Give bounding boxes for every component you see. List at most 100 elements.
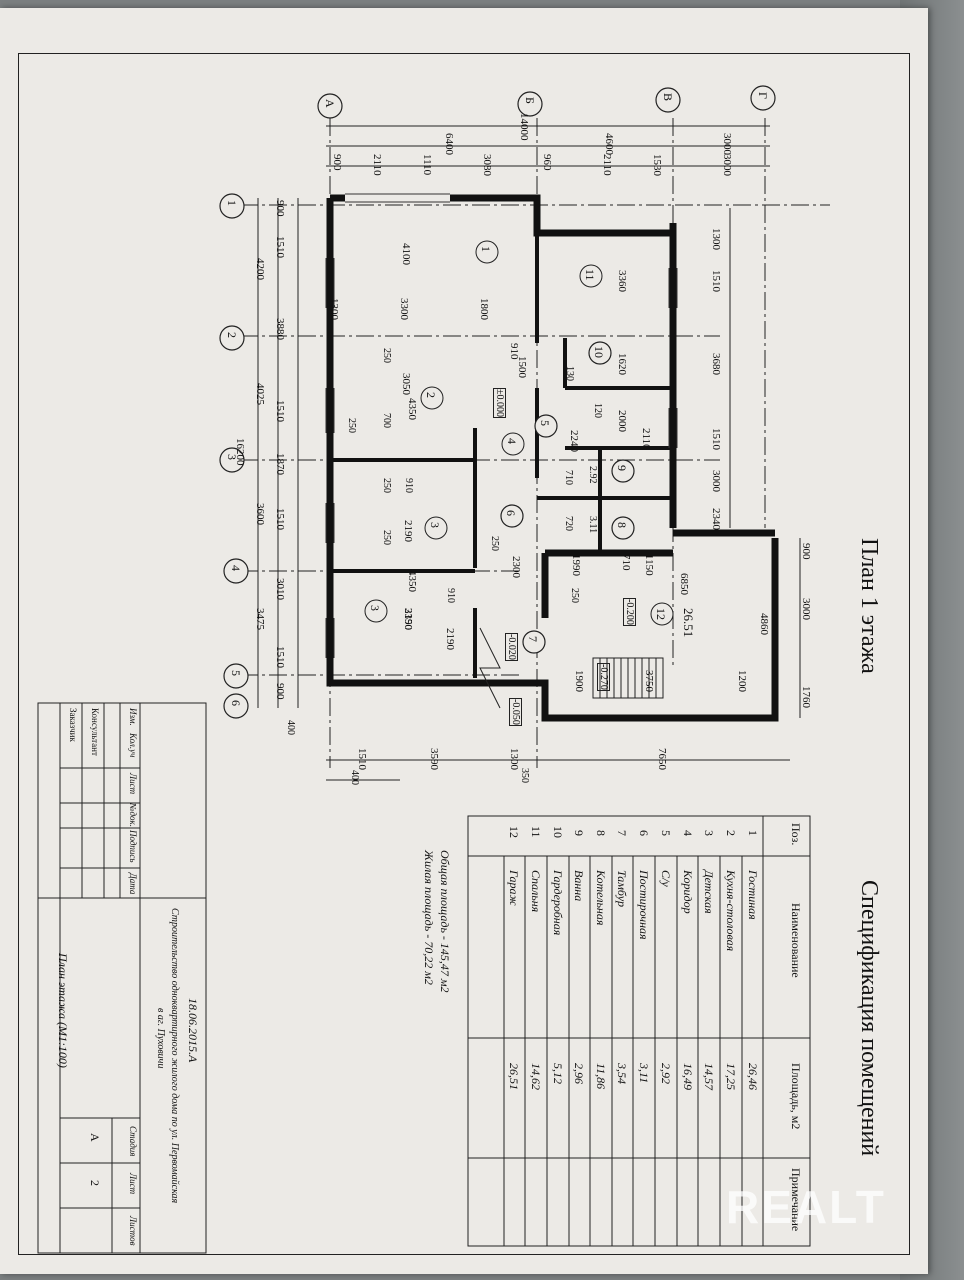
stamp-sheets-label: Листов — [128, 1216, 138, 1246]
dimension-label: 960 — [541, 154, 553, 171]
table-row-name: Котельная — [594, 870, 608, 926]
dimension-label: 250 — [489, 536, 500, 551]
dimension-label: 3000 — [800, 598, 812, 620]
dimension-label: 1620 — [616, 353, 628, 375]
dimension-label: 1200 — [736, 670, 748, 692]
dimension-label: 3000 — [710, 470, 722, 492]
table-row-pos: 9 — [572, 830, 586, 836]
room-number-label: 6 — [504, 510, 518, 516]
stamp-sheet-title: План этажа (М1:100) — [56, 953, 70, 1068]
table-row-name: С/у — [659, 870, 673, 887]
dimension-label: 250 — [381, 478, 392, 493]
room-number-label: 11 — [583, 269, 597, 281]
level-mark: -0.200 — [623, 598, 636, 626]
dimension-label: 3475 — [254, 608, 266, 630]
room-number-label: 1 — [479, 246, 493, 252]
dimension-label: 3360 — [616, 270, 628, 292]
stamp-role: Заказчик — [68, 708, 78, 742]
spec-header-name: Наименование — [789, 903, 803, 978]
dimension-label: 4860 — [758, 613, 770, 635]
dimension-label: 710 — [620, 554, 632, 571]
table-row-area: 3,54 — [615, 1063, 629, 1084]
stamp-project: Строительство одноквартирного жилого дом… — [169, 908, 180, 1204]
dimension-label: 350 — [519, 768, 530, 783]
axis-label-number: 4 — [229, 565, 243, 571]
dimension-label: 1760 — [800, 686, 812, 708]
table-row-area: 14,57 — [702, 1063, 716, 1090]
dimension-label: 2300 — [510, 556, 522, 578]
dimension-label: 3010 — [274, 578, 286, 600]
dimension-label: 400 — [349, 770, 360, 785]
dimension-label: 3000 — [721, 133, 733, 155]
table-row-area: 17,25 — [724, 1063, 738, 1090]
table-row-area: 2,96 — [572, 1063, 586, 1084]
dimension-label: 3680 — [710, 353, 722, 375]
dimension-label: 4350 — [406, 398, 418, 420]
table-row-area: 2,92 — [659, 1063, 673, 1084]
spec-header-area: Площадь, м2 — [789, 1063, 803, 1130]
room-number-label: 12 — [654, 608, 668, 620]
table-row-name: Спальня — [529, 870, 543, 913]
dimension-label: 2190 — [444, 628, 456, 650]
stamp-col: Лист — [128, 773, 138, 795]
dimension-label: 1510 — [274, 508, 286, 530]
dimension-label: 910 — [445, 588, 456, 603]
dimension-label: 3750 — [643, 670, 655, 692]
table-row-pos: 1 — [746, 830, 760, 836]
dimension-label: 3300 — [398, 298, 410, 320]
dimension-label: 4025 — [254, 383, 266, 405]
dimension-label: 6400 — [443, 133, 455, 155]
table-row-name: Гараж — [507, 870, 521, 906]
room-number-label: 10 — [592, 346, 606, 358]
plan-title: План 1 этажа — [856, 538, 882, 674]
stamp-col: Подпись — [128, 830, 138, 863]
table-row-area: 16,49 — [681, 1063, 695, 1090]
dimension-label: 4100 — [400, 243, 412, 265]
table-row-name: Гостиная — [746, 870, 760, 920]
dimension-label: 2.92 — [587, 466, 598, 484]
stamp-place: в аг. Пуховичи — [155, 1008, 166, 1069]
dimension-label: 1510 — [710, 270, 722, 292]
dimension-label: 2000 — [616, 410, 628, 432]
watermark-logo: REALT — [726, 1181, 886, 1233]
spec-title: Спецификация помещений — [856, 880, 882, 1157]
table-row-area: 11,86 — [594, 1063, 608, 1090]
dimension-label: 250 — [381, 348, 392, 363]
stamp-col: №док. — [128, 803, 138, 827]
table-row-area: 3,11 — [637, 1063, 651, 1084]
dimension-label: 3880 — [274, 318, 286, 340]
axis-label-number: 6 — [229, 700, 243, 706]
dimension-label: 1530 — [651, 154, 663, 176]
dimension-label: 3.11 — [587, 516, 598, 534]
stamp-col: Дата — [128, 873, 138, 895]
dimension-label: 700 — [381, 413, 392, 428]
dimension-label: 4600 — [603, 133, 615, 155]
dimension-label: 3000 — [721, 154, 733, 176]
axis-label-number: 1 — [225, 200, 239, 206]
dimension-label: 400 — [285, 720, 296, 735]
total-area: Общая площадь - 145,47 м2 — [438, 850, 452, 993]
dimension-label: 900 — [274, 683, 286, 700]
dimension-label: 2340 — [710, 508, 722, 530]
axis-label-number: 2 — [225, 332, 239, 338]
dimension-label: 7650 — [656, 748, 668, 770]
dimension-label: 2110 — [601, 154, 613, 176]
dimension-label: 1510 — [274, 400, 286, 422]
sheet-frame — [18, 53, 910, 1255]
dimension-label: 2190 — [402, 520, 414, 542]
level-mark: -0.050 — [509, 698, 522, 726]
dimension-label: 6850 — [678, 573, 690, 595]
room-number-label: 9 — [615, 465, 629, 471]
drawing-sheet: План 1 этажа Спецификация помещений Поз.… — [0, 8, 928, 1274]
room-number-label: 8 — [615, 522, 629, 528]
table-row-pos: 6 — [637, 830, 651, 836]
dimension-label: 1500 — [516, 356, 528, 378]
dimension-label: 710 — [563, 470, 574, 485]
dimension-label: 3050 — [400, 373, 412, 395]
table-row-name: Постирочная — [637, 870, 651, 940]
dimension-label: 4350 — [406, 570, 418, 592]
dimension-label: 130 — [564, 366, 575, 381]
axis-label-letter: В — [661, 93, 675, 102]
table-row-name: Кухня-столовая — [724, 870, 738, 952]
table-row-pos: 10 — [551, 826, 565, 838]
